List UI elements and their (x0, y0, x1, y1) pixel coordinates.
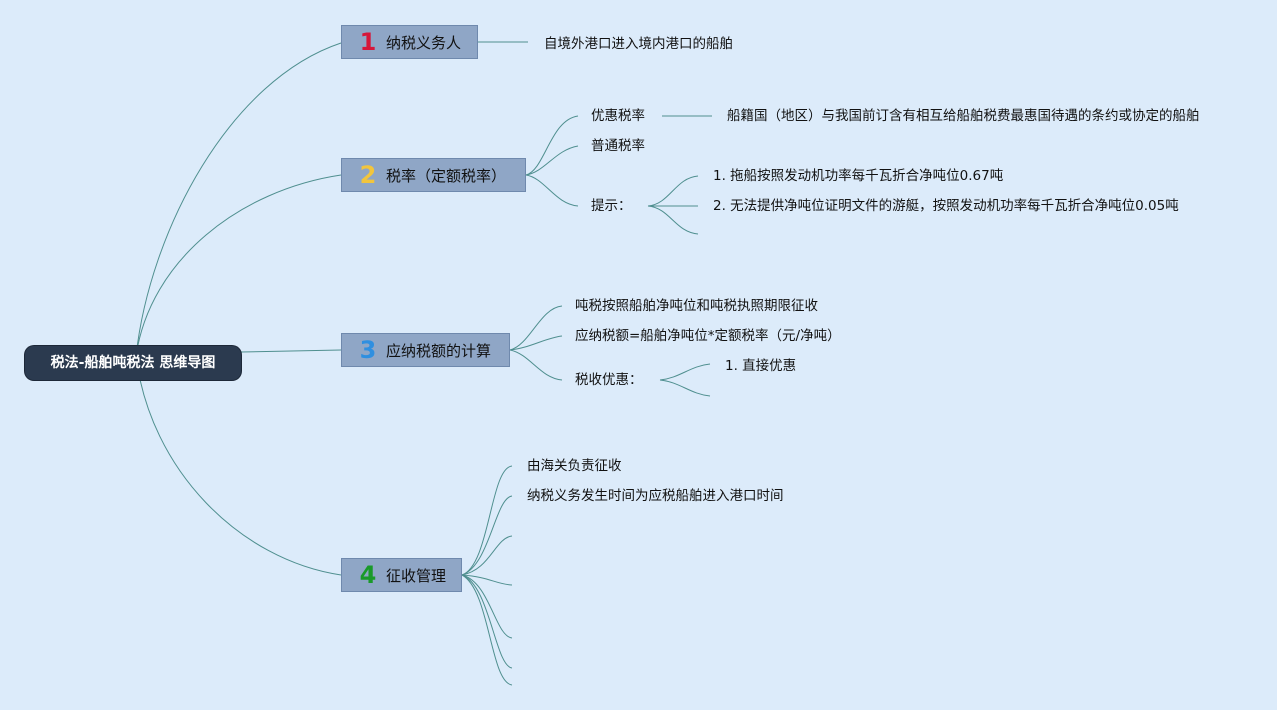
topic-collection-management[interactable]: 4 征收管理 (341, 558, 462, 592)
subtopic-tax-incentive[interactable]: 税收优惠： (575, 372, 643, 388)
subtopic-preferential-rate-detail[interactable]: 船籍国（地区）与我国前订含有相互给船舶税费最惠国待遇的条约或协定的船舶 (727, 108, 1200, 124)
subtopic-taxpayer-definition[interactable]: 自境外港口进入境内港口的船舶 (544, 36, 733, 52)
subtopic-hint[interactable]: 提示： (591, 198, 632, 214)
subtopic-tax-formula[interactable]: 应纳税额=船舶净吨位*定额税率（元/净吨） (575, 328, 841, 344)
subtopic-direct-incentive[interactable]: 1. 直接优惠 (725, 358, 797, 374)
subtopic-preferential-rate[interactable]: 优惠税率 (591, 108, 645, 124)
topic-tax-rate[interactable]: 2 税率（定额税率） (341, 158, 526, 192)
subtopic-obligation-time[interactable]: 纳税义务发生时间为应税船舶进入港口时间 (527, 488, 784, 504)
topic-tax-calculation[interactable]: 3 应纳税额的计算 (341, 333, 510, 367)
root-topic[interactable]: 税法-船舶吨税法 思维导图 (25, 346, 241, 380)
topic-label: 应纳税额的计算 (386, 341, 492, 360)
subtopic-hint-item-2[interactable]: 2. 无法提供净吨位证明文件的游艇，按照发动机功率每千瓦折合净吨位0.05吨 (713, 198, 1179, 214)
topic-label: 税率（定额税率） (386, 166, 507, 185)
number-1-icon: 1 (359, 28, 377, 56)
topic-label: 纳税义务人 (386, 33, 462, 52)
number-3-icon: 3 (359, 336, 377, 364)
subtopic-ordinary-rate[interactable]: 普通税率 (591, 138, 645, 154)
number-2-icon: 2 (359, 161, 377, 189)
topic-taxpayer[interactable]: 1 纳税义务人 (341, 25, 478, 59)
subtopic-customs-collection[interactable]: 由海关负责征收 (527, 458, 622, 474)
topic-label: 征收管理 (386, 566, 447, 585)
subtopic-hint-item-1[interactable]: 1. 拖船按照发动机功率每千瓦折合净吨位0.67吨 (713, 168, 1004, 184)
subtopic-levy-basis[interactable]: 吨税按照船舶净吨位和吨税执照期限征收 (575, 298, 818, 314)
number-4-icon: 4 (359, 561, 377, 589)
